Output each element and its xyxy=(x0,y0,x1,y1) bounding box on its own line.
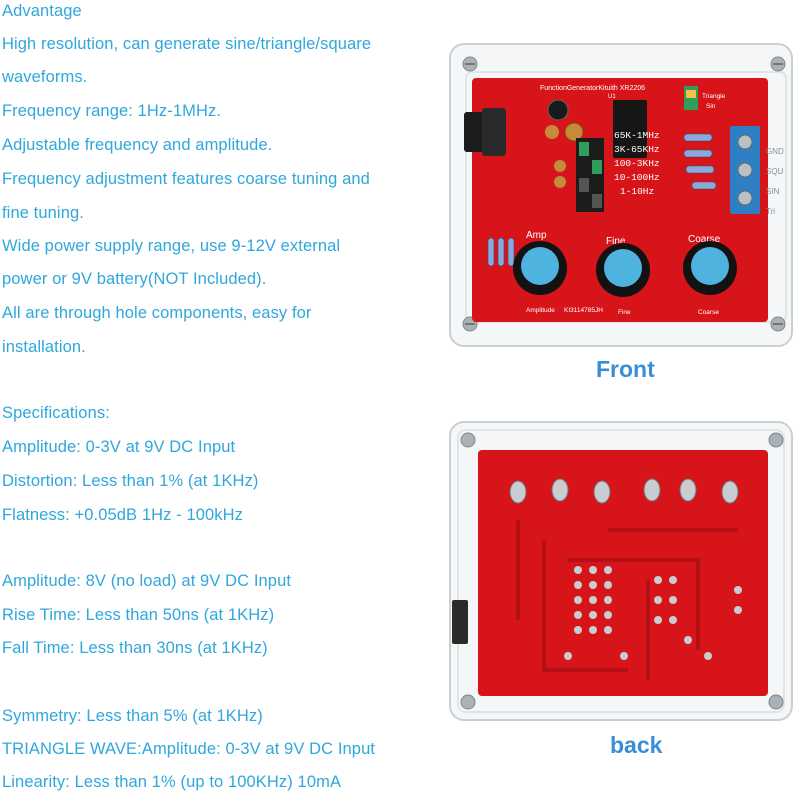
back-caption: back xyxy=(610,732,663,758)
board-title: FunctionGeneratorKituith XR2206 xyxy=(540,85,645,92)
range-labels: 65K-1MHz 3K-65KHz 100-3KHz 10-100Hz 1-10… xyxy=(614,130,660,197)
spec-line: waveforms. xyxy=(2,68,88,86)
xr2206-chip xyxy=(613,100,647,158)
svg-text:1-10Hz: 1-10Hz xyxy=(620,186,654,197)
spec-line: Frequency adjustment features coarse tun… xyxy=(2,170,370,188)
spec-line: Rise Time: Less than 50ns (at 1KHz) xyxy=(2,606,275,624)
advantage-heading: Advantage xyxy=(2,2,82,20)
svg-text:Amp: Amp xyxy=(526,230,547,241)
spec-line: power or 9V battery(NOT Included). xyxy=(2,270,267,288)
back-board-photo xyxy=(449,421,793,721)
svg-text:KI3114785JH: KI3114785JH xyxy=(564,307,603,314)
svg-text:Sin: Sin xyxy=(706,103,716,110)
front-board-photo: FunctionGeneratorKituith XR2206 U1 65K-1… xyxy=(449,43,793,347)
svg-text:SQU: SQU xyxy=(766,167,784,176)
svg-text:SIN: SIN xyxy=(766,187,780,196)
screw-icon xyxy=(460,432,784,710)
jumper-header xyxy=(576,138,604,212)
screw-icon xyxy=(462,56,786,332)
spec-line: Frequency range: 1Hz-1MHz. xyxy=(2,102,222,120)
svg-text:Fine: Fine xyxy=(618,309,631,316)
svg-text:65K-1MHz: 65K-1MHz xyxy=(614,130,660,141)
spec-line: Adjustable frequency and amplitude. xyxy=(2,136,273,154)
spec-line: Flatness: +0.05dB 1Hz - 100kHz xyxy=(2,506,243,524)
front-caption: Front xyxy=(596,356,655,382)
spec-line: Symmetry: Less than 5% (at 1KHz) xyxy=(2,707,263,725)
spec-line: Amplitude: 0-3V at 9V DC Input xyxy=(2,438,236,456)
amplitude-knob xyxy=(513,241,567,295)
spec-line: TRIANGLE WAVE:Amplitude: 0-3V at 9V DC I… xyxy=(2,740,376,758)
spec-line: High resolution, can generate sine/trian… xyxy=(2,35,372,53)
svg-text:Coarse: Coarse xyxy=(688,234,721,245)
spec-line: Wide power supply range, use 9-12V exter… xyxy=(2,237,341,255)
svg-text:Coarse: Coarse xyxy=(698,309,719,316)
specifications-heading: Specifications: xyxy=(2,404,110,422)
svg-text:Amplitude: Amplitude xyxy=(526,307,555,314)
svg-text:3K-65KHz: 3K-65KHz xyxy=(614,144,660,155)
spec-line: Distortion: Less than 1% (at 1KHz) xyxy=(2,472,259,490)
spec-line: fine tuning. xyxy=(2,204,84,222)
svg-text:10-100Hz: 10-100Hz xyxy=(614,172,660,183)
spec-line: Fall Time: Less than 30ns (at 1KHz) xyxy=(2,639,268,657)
coarse-knob xyxy=(683,241,737,295)
svg-text:Tri: Tri xyxy=(766,207,775,216)
svg-text:Triangle: Triangle xyxy=(702,93,726,100)
spec-line: All are through hole components, easy fo… xyxy=(2,304,312,322)
svg-text:GND: GND xyxy=(766,147,784,156)
spec-line: Amplitude: 8V (no load) at 9V DC Input xyxy=(2,572,292,590)
spec-line: Linearity: Less than 1% (up to 100KHz) 1… xyxy=(2,773,342,791)
spec-line: installation. xyxy=(2,338,86,356)
red-pcb-back xyxy=(478,450,768,696)
fine-knob xyxy=(596,243,650,297)
svg-text:U1: U1 xyxy=(608,94,616,100)
svg-text:100-3KHz: 100-3KHz xyxy=(614,158,660,169)
svg-text:Fine: Fine xyxy=(606,236,626,247)
